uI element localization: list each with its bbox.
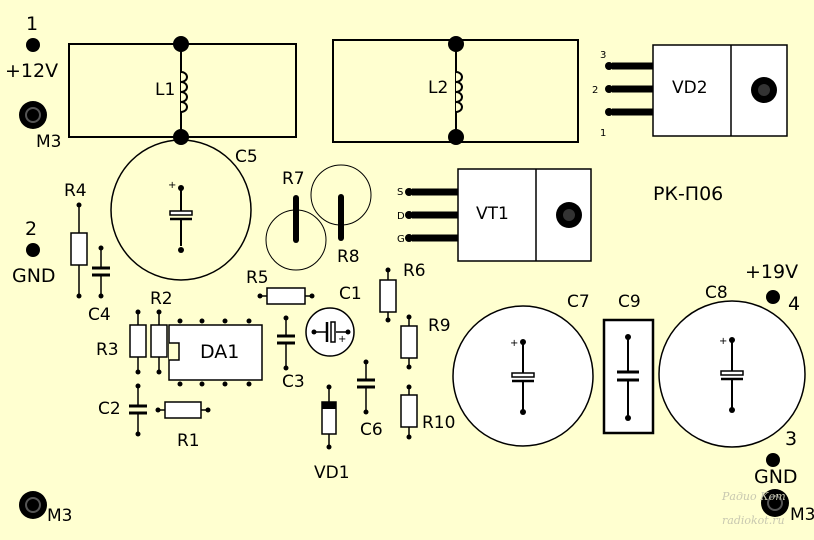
- pad-1: 1 +12V: [5, 13, 58, 82]
- board-name: РК-П06: [653, 183, 723, 205]
- pad-3-label: GND: [754, 466, 798, 488]
- r2-label: R2: [150, 289, 173, 309]
- r1-label: R1: [177, 431, 200, 451]
- resistor-r2: R2: [150, 289, 173, 375]
- r9-label: R9: [428, 316, 451, 336]
- capacitor-c2: C2: [98, 383, 147, 437]
- resistor-r10: R10: [400, 384, 455, 440]
- mounting-hole: M3: [19, 491, 72, 526]
- l2-label: L2: [428, 78, 448, 98]
- inductor-l2: L2: [332, 36, 579, 145]
- vd2-pin-3: 3: [600, 50, 606, 61]
- capacitor-c3: C3: [277, 315, 305, 392]
- resistor-r6: R6: [379, 261, 426, 323]
- c7-label: C7: [567, 292, 590, 312]
- pad-2: 2 GND: [12, 218, 56, 287]
- diode-vd2: VD2 3 2 1: [592, 44, 788, 139]
- da1-label: DA1: [200, 341, 239, 363]
- r10-label: R10: [422, 413, 455, 433]
- c5-polarity: +: [168, 180, 176, 191]
- resistor-r8: R8: [310, 164, 372, 267]
- capacitor-c8: + C8: [658, 283, 806, 448]
- pad-4-number: 4: [788, 293, 800, 315]
- vd2-pin-2: 2: [592, 85, 598, 96]
- c8-label: C8: [705, 283, 728, 303]
- vt1-pin-g: G: [397, 234, 405, 245]
- c1-polarity: +: [338, 334, 346, 345]
- vt1-pin-s: S: [397, 187, 403, 198]
- resistor-r7: R7: [265, 169, 327, 271]
- vd2-label: VD2: [672, 78, 708, 98]
- mounting-hole: M3: [19, 101, 61, 152]
- c1-label: C1: [339, 284, 362, 304]
- watermark-logo: Радио Кот: [721, 490, 786, 503]
- mounting-hole-label: M3: [36, 132, 61, 152]
- r8-label: R8: [337, 247, 360, 267]
- c7-polarity: +: [510, 338, 518, 349]
- transistor-vt1: VT1 S D G: [397, 168, 592, 262]
- c5-label: C5: [235, 147, 258, 167]
- c3-label: C3: [282, 372, 305, 392]
- r5-label: R5: [246, 268, 269, 288]
- inductor-l1: L1: [68, 36, 297, 145]
- diode-vd1: VD1: [314, 384, 350, 483]
- c4-label: C4: [88, 305, 111, 325]
- c8-polarity: +: [719, 336, 727, 347]
- l1-label: L1: [155, 80, 175, 100]
- vd2-pin-1: 1: [600, 128, 606, 139]
- resistor-r9: R9: [400, 314, 451, 370]
- vt1-pin-d: D: [397, 211, 405, 222]
- capacitor-c1: + C1: [305, 284, 362, 357]
- capacitor-c6: C6: [357, 359, 383, 440]
- mounting-hole: M3: [761, 489, 814, 525]
- capacitor-c9: C9: [602, 292, 655, 435]
- r3-label: R3: [96, 340, 119, 360]
- mounting-hole-label: M3: [790, 505, 814, 525]
- ic-da1: DA1: [168, 318, 263, 387]
- vt1-label: VT1: [476, 204, 509, 224]
- vd1-label: VD1: [314, 463, 350, 483]
- c2-label: C2: [98, 399, 121, 419]
- pad-4: 4 +19V: [745, 261, 800, 315]
- c9-label: C9: [618, 292, 641, 312]
- r7-label: R7: [282, 169, 305, 189]
- resistor-r5: R5: [246, 268, 315, 305]
- r6-label: R6: [403, 261, 426, 281]
- resistor-r3: R3: [96, 309, 147, 375]
- pad-3-number: 3: [785, 428, 797, 450]
- pad-1-label: +12V: [5, 60, 58, 82]
- capacitor-c4: C4: [88, 245, 111, 325]
- resistor-r4: R4: [64, 181, 88, 299]
- pad-1-number: 1: [26, 13, 38, 35]
- capacitor-c5: + C5: [110, 139, 258, 281]
- c6-label: C6: [360, 420, 383, 440]
- pad-4-label: +19V: [745, 261, 798, 283]
- resistor-r1: R1: [155, 401, 211, 451]
- pad-2-label: GND: [12, 265, 56, 287]
- watermark-url: radiokot.ru: [722, 514, 785, 527]
- capacitor-c7: + C7: [452, 292, 594, 447]
- pad-2-number: 2: [25, 218, 37, 240]
- pad-3: 3 GND: [754, 428, 798, 488]
- watermark: Радио Кот radiokot.ru: [721, 490, 786, 527]
- mounting-hole-label: M3: [47, 506, 72, 526]
- r4-label: R4: [64, 181, 87, 201]
